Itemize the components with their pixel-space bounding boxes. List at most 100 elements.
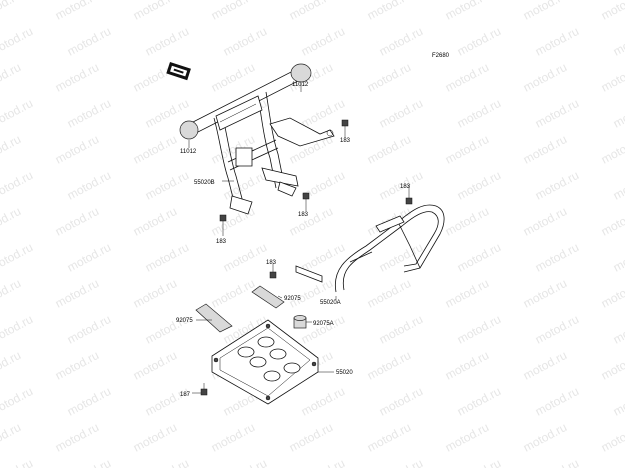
watermark-text: motod.ru [0, 240, 35, 275]
watermark-text: motod.ru [377, 312, 425, 347]
watermark-text: motod.ru [365, 276, 413, 311]
watermark-text: motod.ru [143, 384, 191, 419]
bolt-187 [200, 383, 208, 396]
watermark-text: motod.ru [221, 24, 269, 59]
label-11012-lower: 11012 [180, 149, 197, 155]
watermark-text: motod.ru [611, 96, 625, 131]
watermark-text: motod.ru [455, 456, 503, 468]
label-11012-upper: 11012 [292, 82, 309, 88]
front-direction-icon [166, 62, 191, 81]
watermark-text: motod.ru [0, 276, 23, 311]
watermark-text: motod.ru [65, 384, 113, 419]
watermark-text: motod.ru [131, 420, 179, 455]
watermark-text: motod.ru [131, 0, 179, 23]
watermark-text: motod.ru [0, 420, 23, 455]
label-183-b: 183 [400, 184, 411, 190]
watermark-text: motod.ru [143, 24, 191, 59]
watermark-text: motod.ru [65, 456, 113, 468]
watermark-text: motod.ru [131, 204, 179, 239]
watermark-text: motod.ru [53, 420, 101, 455]
watermark-text: motod.ru [365, 420, 413, 455]
watermark-text: motod.ru [377, 240, 425, 275]
watermark-text: motod.ru [131, 276, 179, 311]
watermark-text: motod.ru [143, 168, 191, 203]
watermark-text: motod.ru [143, 240, 191, 275]
watermark-text: motod.ru [299, 456, 347, 468]
label-183-d: 183 [216, 239, 227, 245]
watermark-text: motod.ru [0, 204, 23, 239]
watermark-text: motod.ru [443, 420, 491, 455]
watermark-text: motod.ru [443, 276, 491, 311]
watermark-text: motod.ru [53, 132, 101, 167]
watermark-text: motod.ru [611, 168, 625, 203]
watermark-text: motod.ru [443, 0, 491, 23]
watermark-text: motod.ru [53, 0, 101, 23]
label-55020B: 55020B [194, 180, 215, 186]
watermark-text: motod.ru [599, 60, 625, 95]
label-92075-upper: 92075 [284, 296, 301, 302]
bolt-183-upper [341, 119, 349, 132]
watermark-text: motod.ru [521, 132, 569, 167]
watermark-text: motod.ru [377, 456, 425, 468]
watermark-text: motod.ru [365, 0, 413, 23]
watermark-text: motod.ru [533, 240, 581, 275]
watermark-text: motod.ru [365, 60, 413, 95]
watermark-text: motod.ru [599, 276, 625, 311]
watermark-text: motod.ru [443, 204, 491, 239]
label-183-e: 183 [266, 260, 277, 266]
watermark-text: motod.ru [533, 456, 581, 468]
watermark-text: motod.ru [299, 24, 347, 59]
label-55020: 55020 [336, 370, 353, 376]
watermark-text: motod.ru [53, 348, 101, 383]
watermark-text: motod.ru [455, 384, 503, 419]
bolt-183-lower [269, 266, 277, 279]
watermark-text: motod.ru [0, 132, 23, 167]
cap-lower [179, 120, 199, 140]
watermark-text: motod.ru [209, 60, 257, 95]
watermark-text: motod.ru [209, 276, 257, 311]
watermark-text: motod.ru [443, 60, 491, 95]
watermark-text: motod.ru [221, 240, 269, 275]
diagram-code: F2680 [432, 53, 450, 59]
watermark-text: motod.ru [0, 60, 23, 95]
watermark-text: motod.ru [65, 168, 113, 203]
watermark-text: motod.ru [533, 168, 581, 203]
watermark-text: motod.ru [221, 456, 269, 468]
watermark-text: motod.ru [287, 0, 335, 23]
watermark-text: motod.ru [443, 348, 491, 383]
watermark-text: motod.ru [599, 348, 625, 383]
watermark-text: motod.ru [455, 96, 503, 131]
watermark-text: motod.ru [455, 240, 503, 275]
watermark-text: motod.ru [0, 168, 35, 203]
skid-plate [211, 319, 319, 405]
label-55020A: 55020A [320, 300, 341, 306]
label-187: 187 [180, 392, 191, 398]
rear-guard-frame [295, 204, 445, 293]
watermark-text: motod.ru [53, 60, 101, 95]
watermark-text: motod.ru [365, 132, 413, 167]
watermark-text: motod.ru [65, 312, 113, 347]
watermark-text: motod.ru [521, 348, 569, 383]
watermark-text: motod.ru [287, 204, 335, 239]
watermark-text: motod.ru [0, 312, 35, 347]
bolt-183-right [405, 192, 413, 205]
watermark-text: motod.ru [209, 0, 257, 23]
watermark-text: motod.ru [521, 420, 569, 455]
watermark-text: motod.ru [0, 456, 35, 468]
watermark-text: motod.ru [611, 24, 625, 59]
watermark-text: motod.ru [377, 384, 425, 419]
watermark-text: motod.ru [131, 348, 179, 383]
leader-lines [188, 83, 410, 394]
watermark-text: motod.ru [521, 204, 569, 239]
watermark-text: motod.ru [599, 132, 625, 167]
label-92075A: 92075A [313, 321, 334, 327]
watermark-text: motod.ru [299, 384, 347, 419]
damper-92075A [293, 315, 307, 329]
watermark-text: motod.ru [611, 384, 625, 419]
watermark-text: motod.ru [65, 96, 113, 131]
watermark-text: motod.ru [599, 420, 625, 455]
watermark-text: motod.ru [521, 0, 569, 23]
bolt-183-left [219, 214, 227, 232]
label-183-a: 183 [340, 138, 351, 144]
watermark-text: motod.ru [131, 132, 179, 167]
